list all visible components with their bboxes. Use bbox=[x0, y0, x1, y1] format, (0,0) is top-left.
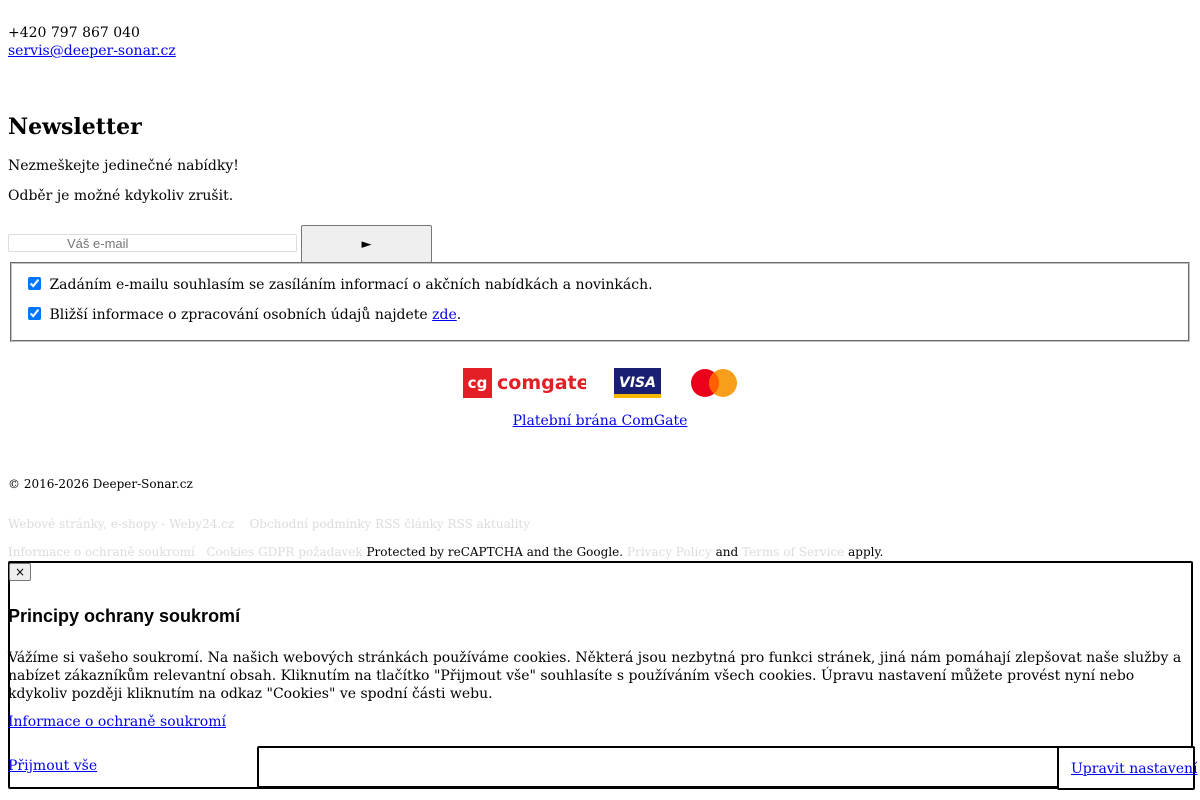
consent-privacy-checkbox[interactable] bbox=[28, 307, 41, 320]
footer-link-rss-news[interactable]: RSS aktuality bbox=[447, 517, 531, 531]
recaptcha-notice: Protected by reCAPTCHA and the Google. bbox=[366, 545, 624, 559]
footer-link-cookies[interactable]: Cookies bbox=[206, 545, 255, 559]
payment-gateway-link[interactable]: Platební brána ComGate bbox=[0, 412, 1200, 430]
footer-link-privacy-policy[interactable]: Privacy Policy bbox=[626, 545, 712, 559]
visa-logo: VISA bbox=[614, 368, 661, 398]
contact-email-link[interactable]: servis@deeper-sonar.cz bbox=[8, 43, 176, 59]
consent-marketing-label: Zadáním e-mailu souhlasím se zasíláním i… bbox=[49, 277, 653, 293]
newsletter-email-input[interactable] bbox=[8, 234, 297, 252]
cookie-settings-button-box: Upravit nastavení bbox=[1057, 746, 1198, 790]
close-icon: × bbox=[14, 565, 26, 579]
consent-row-marketing: Zadáním e-mailu souhlasím se zasíláním i… bbox=[28, 276, 653, 294]
recaptcha-and: and bbox=[715, 545, 739, 559]
cookie-dialog-privacy-link[interactable]: Informace o ochraně soukromí bbox=[8, 714, 226, 730]
consent-row-privacy: Bližší informace o zpracování osobních ú… bbox=[28, 306, 461, 324]
footer-link-terms[interactable]: Obchodní podmínky bbox=[249, 517, 372, 531]
consent-privacy-suffix: . bbox=[456, 307, 462, 323]
play-arrow-icon: ► bbox=[361, 236, 372, 252]
consent-privacy-link[interactable]: zde bbox=[432, 307, 457, 323]
footer-links-row-2: Informace o ochraně soukromí Cookies GDP… bbox=[8, 545, 883, 560]
comgate-logo: cg comgate bbox=[463, 368, 586, 398]
footer-link-terms-of-service[interactable]: Terms of Service bbox=[742, 545, 845, 559]
visa-logo-text: VISA bbox=[619, 375, 656, 391]
newsletter-consent-fieldset: Zadáním e-mailu souhlasím se zasíláním i… bbox=[10, 262, 1190, 342]
contact-phone: +420 797 867 040 bbox=[8, 25, 140, 41]
footer-link-privacy[interactable]: Informace o ochraně soukromí bbox=[8, 545, 195, 559]
newsletter-tagline: Nezmeškejte jedinečné nabídky! bbox=[8, 158, 239, 174]
payment-gateway-link-text: Platební brána ComGate bbox=[512, 413, 688, 429]
close-dialog-button[interactable]: × bbox=[9, 563, 31, 581]
cookie-settings-panel bbox=[257, 746, 1060, 788]
comgate-logo-text: comgate bbox=[497, 372, 586, 394]
recaptcha-apply: apply. bbox=[848, 545, 884, 559]
footer-copyright: © 2016-2026 Deeper-Sonar.cz bbox=[8, 477, 193, 491]
consent-privacy-label: Bližší informace o zpracování osobních ú… bbox=[49, 307, 433, 323]
cookie-dialog-text: Vážíme si vašeho soukromí. Na našich web… bbox=[8, 650, 1182, 702]
newsletter-unsubscribe-note: Odběr je možné kdykoliv zrušit. bbox=[8, 188, 234, 204]
newsletter-title: Newsletter bbox=[8, 114, 142, 140]
accept-all-button[interactable]: Přijmout vše bbox=[8, 758, 98, 774]
newsletter-submit-button[interactable]: ► bbox=[301, 225, 432, 263]
comgate-logo-mark: cg bbox=[468, 374, 488, 392]
cookie-dialog-title: Principy ochrany soukromí bbox=[8, 606, 241, 626]
footer-links-row-1: Webové stránky, e-shopy - Weby24.cz Obch… bbox=[8, 517, 530, 532]
footer-link-weby24[interactable]: Webové stránky, e-shopy - Weby24.cz bbox=[8, 517, 235, 531]
cookie-settings-button[interactable]: Upravit nastavení bbox=[1071, 761, 1198, 777]
footer-link-gdpr[interactable]: GDPR požadavek bbox=[258, 545, 363, 559]
mastercard-logo bbox=[691, 369, 737, 397]
footer-link-rss-articles[interactable]: RSS články bbox=[375, 517, 444, 531]
consent-marketing-checkbox[interactable] bbox=[28, 277, 41, 290]
